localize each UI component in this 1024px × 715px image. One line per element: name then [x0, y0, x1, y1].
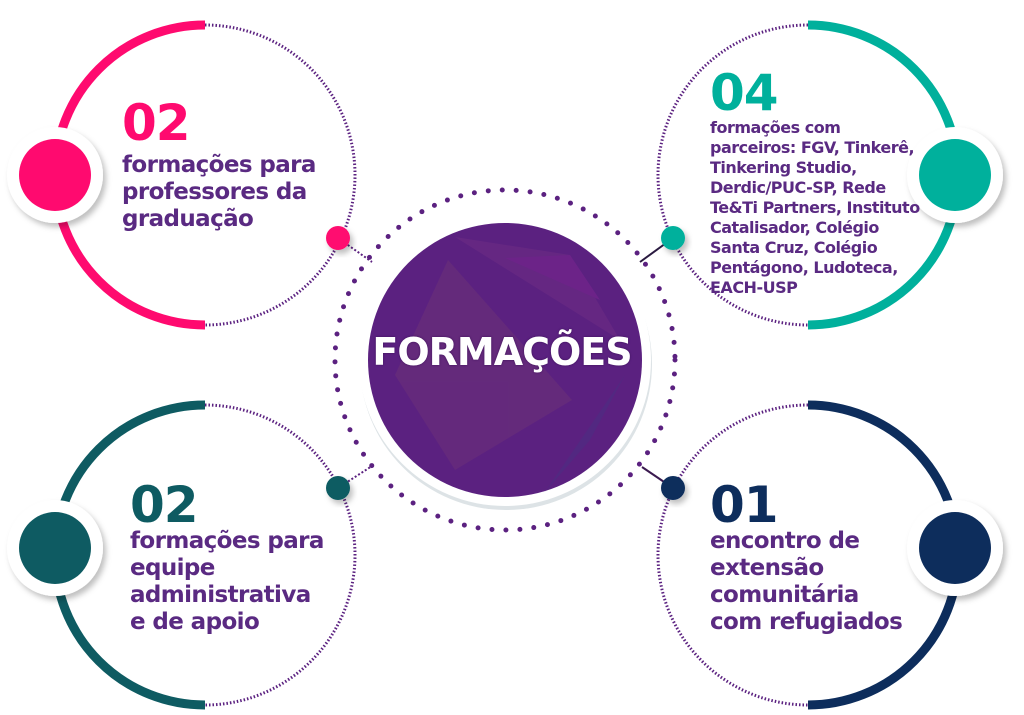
item-number: 01	[710, 476, 779, 534]
connector-line	[337, 237, 373, 263]
item-text: formações para professores da graduação	[122, 152, 316, 232]
dotted-arc	[656, 403, 809, 707]
item-professores: 02 formações para professores da graduaç…	[122, 98, 342, 233]
small-marker-dot	[326, 226, 350, 250]
item-number: 02	[122, 94, 191, 152]
item-number: 04	[710, 64, 779, 122]
big-marker-dot	[919, 512, 991, 584]
item-equipe: 02 formações para equipe administrativa …	[130, 480, 325, 636]
item-number: 02	[130, 476, 199, 534]
small-marker-dot	[661, 226, 685, 250]
dotted-ring	[332, 187, 678, 533]
center-title: FORMAÇÕES	[372, 330, 632, 374]
item-refugiados: 01 encontro de extensão comunitária com …	[710, 480, 910, 636]
center-decoration	[395, 237, 625, 492]
big-marker-dot	[19, 512, 91, 584]
big-marker-dot	[19, 139, 91, 211]
item-parceiros: 04 formações com parceiros: FGV, Tinkerê…	[710, 68, 925, 298]
small-marker-dot	[326, 476, 350, 500]
dotted-arc	[204, 403, 357, 707]
connector-line	[337, 465, 373, 489]
item-text: formações com parceiros: FGV, Tinkerê, T…	[710, 118, 920, 297]
item-text: encontro de extensão comunitária com ref…	[710, 528, 903, 635]
small-marker-dot	[661, 476, 685, 500]
dotted-arc	[204, 23, 357, 327]
dotted-arc	[656, 23, 809, 327]
item-text: formações para equipe administrativa e d…	[130, 528, 324, 635]
big-marker-dot	[919, 139, 991, 211]
